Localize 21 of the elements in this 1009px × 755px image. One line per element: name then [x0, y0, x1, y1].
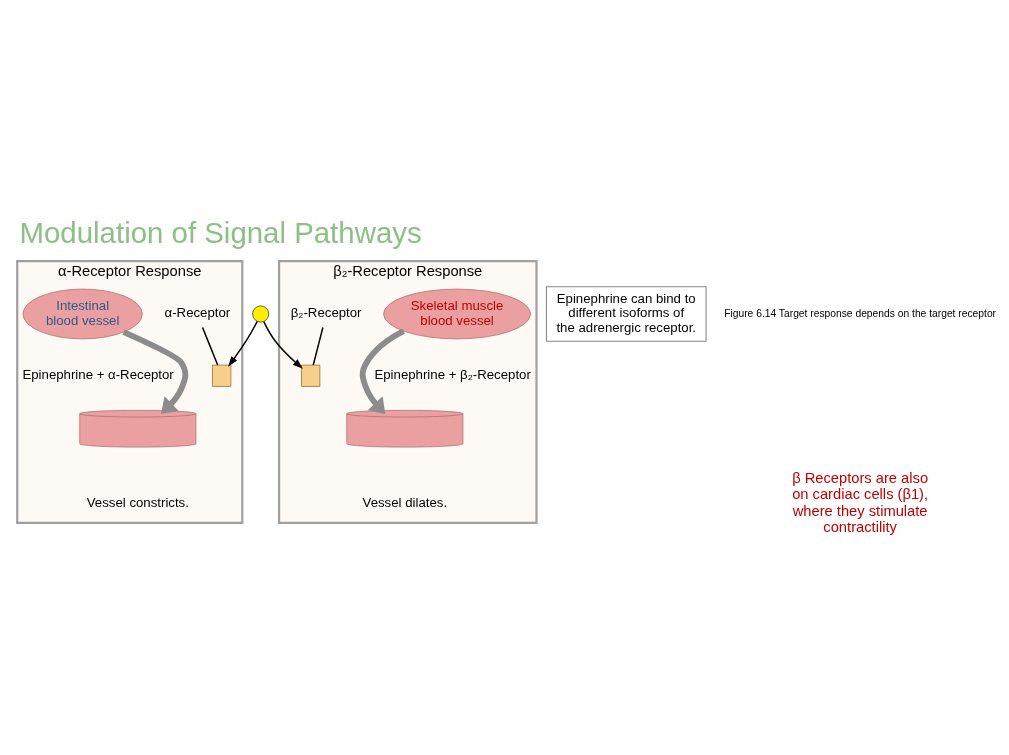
label: β Receptors are also on cardiac cells (β1), where they stimulate contractility	[792, 469, 929, 535]
arrow	[122, 328, 189, 414]
node-text: β₂-Receptor	[290, 304, 362, 320]
diagram-title: Modulation of Signal Pathways	[19, 215, 422, 249]
arrow	[263, 320, 303, 369]
node-ellipse: Intestinal blood vessel	[22, 288, 143, 339]
node-box	[212, 364, 232, 387]
node-box	[301, 364, 321, 387]
arrow	[359, 328, 405, 414]
node-box: Epinephrine can bind to different isoforms of the adrenergic receptor.	[545, 285, 707, 342]
node-text: α-Receptor	[164, 304, 231, 320]
connector	[312, 326, 324, 366]
arrow	[228, 320, 258, 367]
node-label: Epinephrine + β₂-Receptor	[374, 366, 531, 382]
node-label: Epinephrine + α-Receptor	[22, 366, 174, 382]
node-label: Vessel constricts.	[86, 494, 189, 510]
label: Figure 6.14 Target response depends on the target receptor	[724, 307, 997, 319]
node-ellipse: Skeletal muscle blood vessel	[383, 288, 531, 339]
node-circle	[252, 305, 270, 322]
node-label: Vessel dilates.	[362, 494, 448, 510]
connector	[201, 326, 219, 366]
